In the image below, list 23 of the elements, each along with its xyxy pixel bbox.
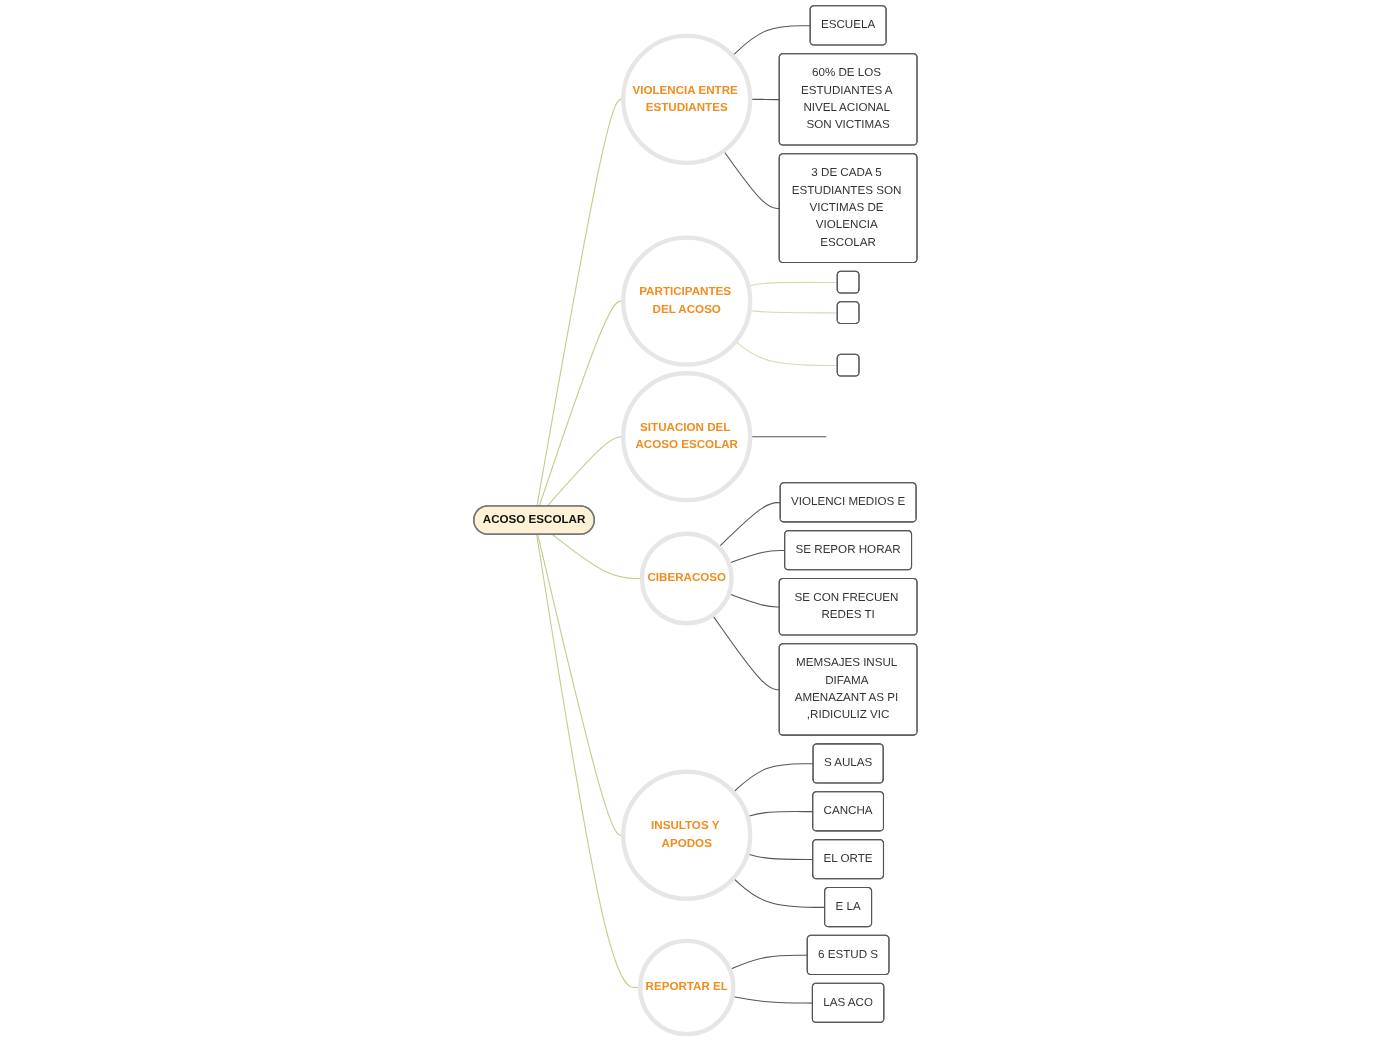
connector bbox=[539, 300, 625, 507]
connector bbox=[733, 877, 827, 908]
connector bbox=[723, 150, 781, 210]
connector bbox=[536, 534, 642, 989]
connector bbox=[750, 436, 828, 438]
connector bbox=[728, 549, 787, 564]
connector bbox=[732, 25, 812, 57]
connector bbox=[735, 340, 839, 367]
connector bbox=[729, 954, 809, 971]
connector bbox=[547, 436, 625, 507]
connector bbox=[748, 281, 839, 287]
connector bbox=[728, 593, 781, 608]
connector bbox=[712, 614, 781, 691]
connector bbox=[749, 309, 839, 314]
connector bbox=[732, 995, 814, 1004]
connector bbox=[747, 811, 815, 818]
connector bbox=[552, 534, 644, 580]
connector bbox=[718, 502, 782, 548]
connector bbox=[747, 853, 815, 861]
connector bbox=[536, 98, 625, 507]
connector bbox=[537, 534, 625, 836]
connector bbox=[733, 763, 815, 793]
connector bbox=[750, 98, 781, 101]
